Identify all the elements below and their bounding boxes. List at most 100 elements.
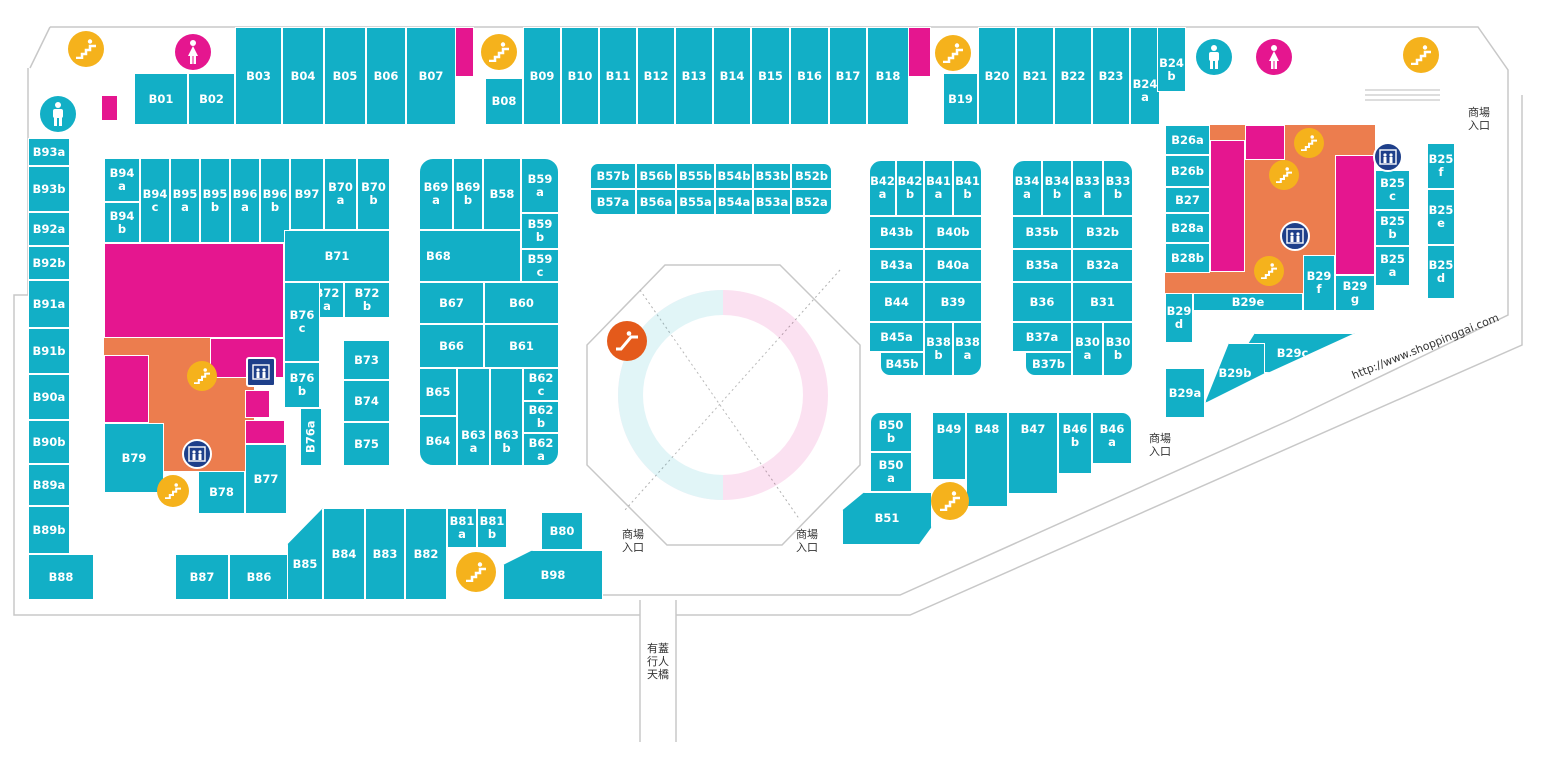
shop-b48[interactable]: B48 (966, 412, 1008, 507)
shop-b76c[interactable]: B76 c (284, 282, 320, 362)
shop-b72b[interactable]: B72 b (344, 282, 390, 318)
shop-b90a[interactable]: B90a (28, 374, 70, 420)
shop-b25a[interactable]: B25 a (1375, 246, 1410, 286)
shop-b60[interactable]: B60 (484, 282, 559, 324)
shop-b16[interactable]: B16 (790, 27, 829, 125)
shop-b40b[interactable]: B40b (924, 216, 982, 249)
shop-b93a[interactable]: B93a (28, 138, 70, 166)
shop-b32a[interactable]: B32a (1072, 249, 1133, 282)
shop-b25b[interactable]: B25 b (1375, 210, 1410, 246)
shop-b22[interactable]: B22 (1054, 27, 1092, 125)
shop-b87[interactable]: B87 (175, 554, 229, 600)
shop-b29f[interactable]: B29 f (1303, 255, 1335, 311)
shop-b42a[interactable]: B42 a (869, 160, 896, 216)
shop-b95b[interactable]: B95 b (200, 158, 230, 243)
shop-b81a[interactable]: B81 a (447, 508, 477, 548)
shop-b42b[interactable]: B42 b (896, 160, 924, 216)
shop-b06[interactable]: B06 (366, 27, 406, 125)
shop-b36[interactable]: B36 (1012, 282, 1072, 322)
shop-b21[interactable]: B21 (1016, 27, 1054, 125)
shop-b68[interactable]: B68 (419, 230, 521, 282)
shop-b59c[interactable]: B59 c (521, 249, 559, 282)
shop-b74[interactable]: B74 (343, 380, 390, 422)
shop-b63b[interactable]: B63 b (490, 368, 523, 466)
shop-b88[interactable]: B88 (28, 554, 94, 600)
shop-b44[interactable]: B44 (869, 282, 924, 322)
shop-b27[interactable]: B27 (1165, 187, 1210, 213)
shop-b92b[interactable]: B92b (28, 246, 70, 280)
shop-b51[interactable]: B51 (842, 492, 932, 545)
shop-b26b[interactable]: B26b (1165, 155, 1210, 187)
shop-b91a[interactable]: B91a (28, 280, 70, 328)
shop-b98[interactable]: B98 (503, 550, 603, 600)
shop-b17[interactable]: B17 (829, 27, 867, 125)
shop-b24b[interactable]: B24 b (1157, 27, 1186, 92)
shop-b39[interactable]: B39 (924, 282, 982, 322)
shop-b96b[interactable]: B96 b (260, 158, 290, 243)
shop-b54a[interactable]: B54a (715, 189, 753, 215)
shop-b25e[interactable]: B25 e (1427, 189, 1455, 245)
shop-b97[interactable]: B97 (290, 158, 324, 230)
shop-b11[interactable]: B11 (599, 27, 637, 125)
shop-b91b[interactable]: B91b (28, 328, 70, 374)
shop-b69a[interactable]: B69 a (419, 158, 453, 230)
shop-b15[interactable]: B15 (751, 27, 790, 125)
shop-b82[interactable]: B82 (405, 508, 447, 600)
shop-b29g[interactable]: B29 g (1335, 275, 1375, 311)
shop-b26a[interactable]: B26a (1165, 125, 1210, 155)
shop-b35b[interactable]: B35b (1012, 216, 1072, 249)
shop-b54b[interactable]: B54b (715, 163, 753, 189)
shop-b66[interactable]: B66 (419, 324, 484, 368)
shop-b09[interactable]: B09 (523, 27, 561, 125)
shop-b37b[interactable]: B37b (1025, 352, 1072, 376)
shop-b45b[interactable]: B45b (880, 352, 924, 376)
shop-b02[interactable]: B02 (188, 73, 235, 125)
shop-b50a[interactable]: B50 a (870, 452, 912, 492)
shop-b41a[interactable]: B41 a (924, 160, 953, 216)
shop-b37a[interactable]: B37a (1012, 322, 1072, 352)
shop-b62c[interactable]: B62 c (523, 368, 559, 401)
shop-b25d[interactable]: B25 d (1427, 245, 1455, 299)
shop-b63a[interactable]: B63 a (457, 368, 490, 466)
shop-b18[interactable]: B18 (867, 27, 909, 125)
shop-b45a[interactable]: B45a (869, 322, 924, 352)
shop-b65[interactable]: B65 (419, 368, 457, 416)
shop-b80[interactable]: B80 (541, 512, 583, 550)
shop-b30b[interactable]: B30 b (1103, 322, 1133, 376)
shop-b34b[interactable]: B34 b (1042, 160, 1072, 216)
shop-b89b[interactable]: B89b (28, 506, 70, 554)
shop-b38a[interactable]: B38 a (953, 322, 982, 376)
shop-b95a[interactable]: B95 a (170, 158, 200, 243)
shop-b52a[interactable]: B52a (791, 189, 832, 215)
shop-b03[interactable]: B03 (235, 27, 282, 125)
shop-b69b[interactable]: B69 b (453, 158, 483, 230)
shop-b20[interactable]: B20 (978, 27, 1016, 125)
shop-b61[interactable]: B61 (484, 324, 559, 368)
shop-b70b[interactable]: B70 b (357, 158, 390, 230)
shop-b43a[interactable]: B43a (869, 249, 924, 282)
shop-b59b[interactable]: B59 b (521, 213, 559, 249)
shop-b81b[interactable]: B81 b (477, 508, 507, 548)
shop-b23[interactable]: B23 (1092, 27, 1130, 125)
shop-b10[interactable]: B10 (561, 27, 599, 125)
shop-b76a[interactable]: B76a (300, 408, 322, 466)
shop-b24a[interactable]: B24 a (1130, 27, 1160, 125)
shop-b93b[interactable]: B93b (28, 166, 70, 212)
shop-b83[interactable]: B83 (365, 508, 405, 600)
shop-b33a[interactable]: B33 a (1072, 160, 1103, 216)
shop-b33b[interactable]: B33 b (1103, 160, 1133, 216)
shop-b07[interactable]: B07 (406, 27, 456, 125)
shop-b57a[interactable]: B57a (590, 189, 636, 215)
shop-b94b[interactable]: B94 b (104, 202, 140, 243)
shop-b40a[interactable]: B40a (924, 249, 982, 282)
shop-b47[interactable]: B47 (1008, 412, 1058, 494)
shop-b89a[interactable]: B89a (28, 464, 70, 506)
shop-b01[interactable]: B01 (134, 73, 188, 125)
shop-b73[interactable]: B73 (343, 340, 390, 380)
shop-b41b[interactable]: B41 b (953, 160, 982, 216)
shop-b55b[interactable]: B55b (676, 163, 715, 189)
shop-b29d[interactable]: B29 d (1165, 293, 1193, 343)
shop-b46a[interactable]: B46 a (1092, 412, 1132, 464)
shop-b86[interactable]: B86 (229, 554, 289, 600)
shop-b57b[interactable]: B57b (590, 163, 636, 189)
